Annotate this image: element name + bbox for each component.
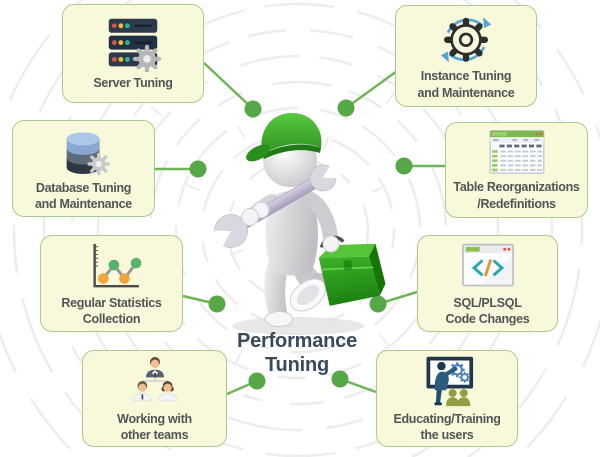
handyman-figure bbox=[209, 113, 386, 335]
refresh-gear-icon bbox=[437, 11, 495, 65]
card-table-reorganizations: Table Reorganizations /Redefinitions bbox=[445, 122, 588, 218]
server-icon bbox=[103, 16, 163, 72]
training-icon bbox=[417, 354, 477, 408]
card-label: Educating/Training the users bbox=[393, 411, 501, 443]
card-label: Working with other teams bbox=[117, 411, 192, 443]
line-chart-icon bbox=[81, 240, 143, 292]
card-label: Database Tuning and Maintenance bbox=[35, 180, 132, 212]
diagram-title-line: Performance bbox=[236, 330, 358, 352]
card-label: Instance Tuning and Maintenance bbox=[417, 69, 515, 100]
card-label: Regular Statistics Collection bbox=[61, 295, 162, 327]
card-database-tuning: Database Tuning and Maintenance bbox=[12, 120, 155, 217]
card-statistics-collection: Regular Statistics Collection bbox=[40, 235, 183, 332]
diagram-title-line: Tuning bbox=[265, 354, 329, 376]
database-icon bbox=[56, 125, 112, 177]
toolbox bbox=[318, 235, 386, 306]
card-label: SQL/PLSQL Code Changes bbox=[445, 295, 530, 327]
card-instance-tuning: Instance Tuning and Maintenance bbox=[395, 5, 537, 107]
card-educating-users: Educating/Training the users bbox=[376, 350, 518, 447]
gear-icon bbox=[132, 44, 162, 72]
card-server-tuning: Server Tuning bbox=[62, 4, 204, 103]
card-sql-code-changes: SQL/PLSQL Code Changes bbox=[417, 235, 558, 332]
card-label: Table Reorganizations /Redefinitions bbox=[453, 180, 580, 211]
code-window-icon bbox=[458, 240, 518, 292]
connector-dots bbox=[189, 99, 413, 390]
team-icon bbox=[126, 354, 184, 408]
diagram-title: Performance Tuning bbox=[197, 329, 397, 377]
gear-icon bbox=[86, 152, 110, 175]
card-label: Server Tuning bbox=[93, 75, 173, 90]
card-working-with-teams: Working with other teams bbox=[82, 350, 227, 447]
table-icon bbox=[486, 128, 548, 176]
